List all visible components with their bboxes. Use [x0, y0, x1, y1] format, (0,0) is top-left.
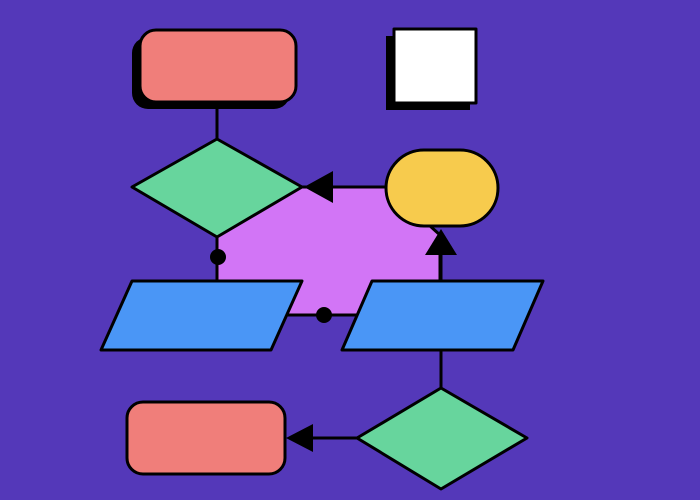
connectors: [215, 103, 443, 440]
top-left-terminator: [138, 28, 298, 104]
arrowhead-up-icon: [425, 229, 457, 255]
upper-decision-diamond: [130, 137, 304, 239]
top-right-square: [392, 27, 478, 105]
bottom-left-terminator: [125, 400, 287, 476]
lower-decision-diamond: [355, 386, 529, 491]
left-io-parallelogram: [99, 279, 304, 352]
arrowhead-left-icon: [304, 171, 333, 203]
right-io-parallelogram: [340, 279, 545, 352]
junction-dot-icon: [316, 307, 332, 323]
arrowhead-left-icon: [286, 424, 313, 452]
junction-dot-icon: [210, 249, 226, 265]
right-terminator: [384, 148, 500, 228]
